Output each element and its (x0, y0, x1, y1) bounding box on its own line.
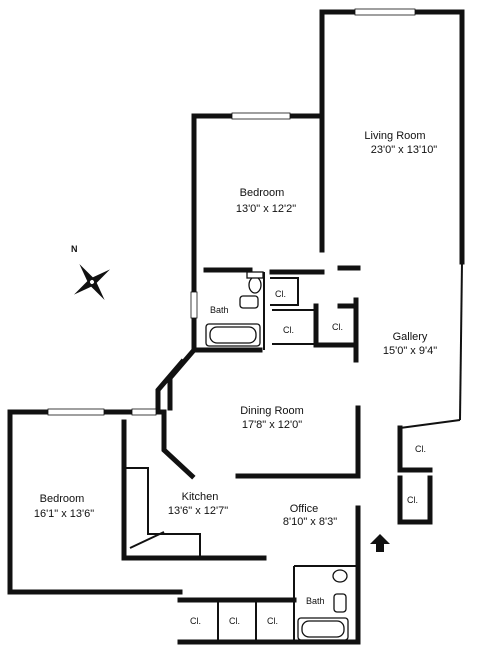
office-dims: 8'10" x 8'3" (283, 516, 337, 528)
window-kitchen (131, 408, 157, 416)
walls (7, 9, 465, 645)
closet-bath1-name: Cl. (275, 289, 286, 299)
window-bedroom1 (231, 112, 291, 120)
window-bedroom2 (47, 408, 105, 416)
closet8-name: Cl. (267, 616, 278, 626)
gallery-closet-lower (397, 475, 433, 525)
toilet-2 (332, 569, 348, 583)
window-bath1 (190, 291, 198, 319)
office-name: Office (290, 503, 319, 515)
bath1-name: Bath (210, 305, 229, 315)
sink-2 (333, 593, 347, 613)
bedroom2-dims: 16'1" x 13'6" (34, 508, 94, 520)
closet3-wall (313, 303, 359, 348)
closet5-name: Cl. (407, 495, 418, 505)
bedroom1-dims: 13'0" x 12'2" (236, 203, 296, 215)
kitchen-dims: 13'6" x 12'7" (168, 505, 228, 517)
bedroom2-name: Bedroom (40, 493, 85, 505)
window-living (354, 8, 416, 16)
gallery-right-wall (459, 261, 463, 421)
room-labels: Living Room 23'0" x 13'10" Bedroom 13'0"… (34, 130, 437, 626)
windows (47, 8, 416, 416)
bedroom1-name: Bedroom (240, 187, 285, 199)
kitchen-counter (126, 467, 201, 556)
closet3-name: Cl. (332, 322, 343, 332)
closet2-box (272, 309, 317, 345)
toilet-1-tank (246, 271, 264, 279)
compass-icon (73, 263, 111, 301)
closet6-name: Cl. (190, 616, 201, 626)
dining-room-dims: 17'8" x 12'0" (242, 419, 302, 431)
gallery-name: Gallery (393, 331, 428, 343)
dining-left-wall (161, 409, 196, 480)
closet1-box (270, 277, 299, 306)
kitchen-counter-diag (129, 531, 165, 549)
entrance-arrow-icon (370, 534, 390, 552)
bath2-name: Bath (306, 596, 325, 606)
dining-room-name: Dining Room (240, 405, 304, 417)
fixtures (205, 271, 349, 641)
corridor-wall (167, 346, 198, 411)
corridor-wall-outer (155, 358, 186, 413)
north-label: N (71, 244, 78, 254)
closet2-name: Cl. (283, 325, 294, 335)
living-room-dims: 23'0" x 13'10" (371, 144, 438, 156)
gallery-closet-box (397, 425, 433, 473)
closet4-name: Cl. (415, 444, 426, 454)
bathtub-1-inner (209, 326, 257, 344)
sink-1 (239, 295, 259, 309)
kitchen-name: Kitchen (182, 491, 219, 503)
gallery-dims: 15'0" x 9'4" (383, 345, 437, 357)
bathtub-2-inner (301, 620, 345, 638)
closet7-name: Cl. (229, 616, 240, 626)
toilet-1 (248, 276, 262, 294)
living-room-name: Living Room (364, 130, 425, 142)
gallery-lower-wall (399, 419, 461, 429)
